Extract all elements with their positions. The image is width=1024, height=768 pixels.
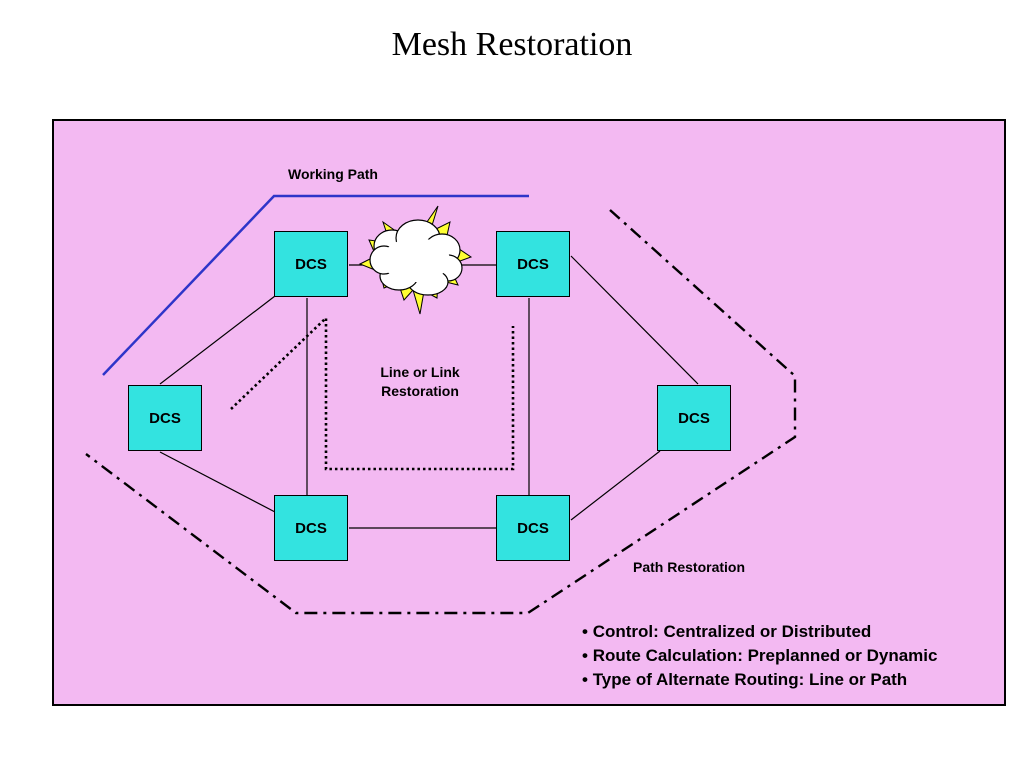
dcs-node-top-left: DCS (274, 231, 348, 297)
dcs-node-bottom-left: DCS (274, 495, 348, 561)
link-bottomright-right (570, 450, 661, 521)
line-restoration-path (230, 314, 515, 471)
working-path-line (102, 194, 529, 376)
link-left-bottomleft (159, 451, 276, 513)
slide-title: Mesh Restoration (391, 26, 633, 63)
link-failure-burst-icon (358, 205, 473, 315)
path-restoration-path (85, 209, 797, 615)
bullet-item-alternate-routing: Type of Alternate Routing: Line or Path (582, 668, 937, 692)
working-path-label: Working Path (288, 166, 378, 182)
bullet-item-route-calculation: Route Calculation: Preplanned or Dynamic (582, 644, 938, 668)
dcs-node-bottom-right: DCS (496, 495, 570, 561)
line-restoration-label-line1: Line or Link (380, 364, 460, 380)
line-restoration-label-line2: Restoration (381, 383, 459, 399)
dcs-node-right: DCS (657, 385, 731, 451)
path-restoration-label: Path Restoration (633, 559, 746, 575)
dcs-node-top-right: DCS (496, 231, 570, 297)
bullet-list: Control: Centralized or Distributed Rout… (582, 620, 938, 692)
line-restoration-label: Line or Link Restoration (345, 363, 495, 401)
link-left-topleft (159, 295, 276, 385)
dcs-node-left: DCS (128, 385, 202, 451)
bullet-item-control: Control: Centralized or Distributed (582, 620, 937, 644)
link-topright-right (570, 255, 699, 385)
